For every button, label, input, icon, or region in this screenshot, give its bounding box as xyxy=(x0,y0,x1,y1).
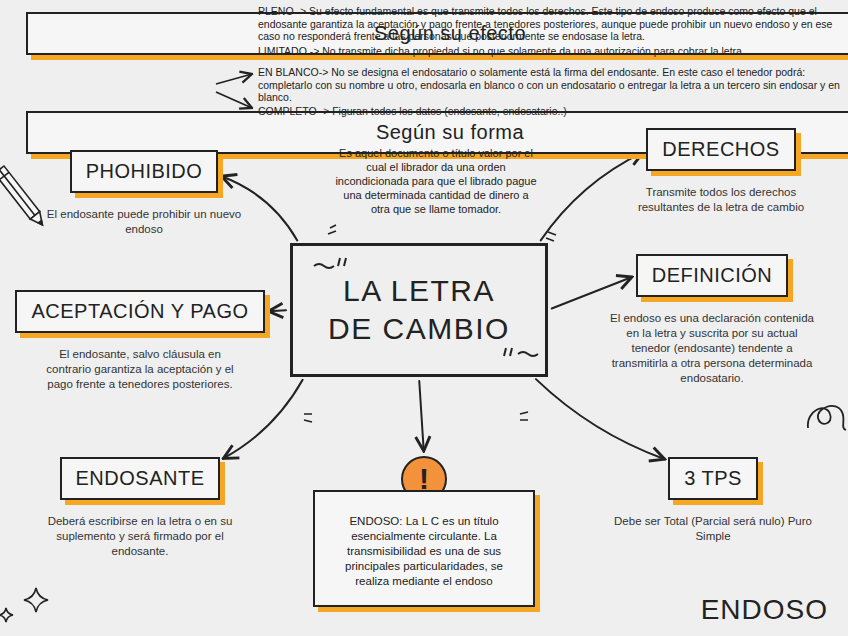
heading-frame: 3 TPS xyxy=(668,457,758,500)
connector-arrow xyxy=(552,277,632,309)
heading-text: PHOHIBIDO xyxy=(86,160,203,183)
label-text: Es aquel documento o título valor por el… xyxy=(335,146,537,216)
body-text: Deberá escribirse en la letra o en su su… xyxy=(36,514,244,559)
connector-arrow xyxy=(541,152,644,240)
heading-frame: DERECHOS xyxy=(646,128,795,171)
topic-box: ACEPTACIÓN Y PAGOEl endosante, salvo clá… xyxy=(36,290,244,392)
label-text: LIMITADO -> No transmite dicha propiedad… xyxy=(258,45,844,58)
tick-marks xyxy=(304,225,556,422)
connector-arrow xyxy=(223,380,302,459)
body-text: El endosante, salvo cláusula en contrari… xyxy=(36,347,244,392)
central-box: LA LETRA DE CAMBIO xyxy=(290,243,548,377)
note-box: ENDOSO: La L C es un título esencialment… xyxy=(313,490,535,607)
topic-box: PHOHIBIDO El endosante puede prohibir un … xyxy=(46,150,242,237)
heading-frame: PHOHIBIDO xyxy=(70,150,219,193)
heading-text: 3 TPS xyxy=(684,467,742,490)
title-text: LA LETRA DE CAMBIO xyxy=(323,272,515,348)
spiral-doodle xyxy=(808,406,846,430)
quote-marks xyxy=(314,258,538,356)
pencil-drawing xyxy=(0,166,47,229)
connector-arrow xyxy=(419,381,423,451)
heading-text: ACEPTACIÓN Y PAGO xyxy=(31,300,248,323)
heading-frame: ACEPTACIÓN Y PAGO xyxy=(15,290,264,333)
label-text: COMPLETO -> Figuran todos los datos (end… xyxy=(258,105,844,118)
body-text: El endosante puede prohibir un nuevo end… xyxy=(46,207,242,237)
connector-arrow xyxy=(536,379,665,459)
heading-frame: ENDOSANTE xyxy=(60,457,221,500)
label-text: PLENO -> Su efecto fundamental es que tr… xyxy=(258,5,844,43)
heading-text: ENDOSANTE xyxy=(76,467,205,490)
star-doodles xyxy=(0,588,48,622)
corner-title: ENDOSO xyxy=(701,594,828,626)
topic-box: 3 TPS Debe ser Total (Parcial será nulo) … xyxy=(614,457,812,544)
body-text: Debe ser Total (Parcial será nulo) Puro … xyxy=(614,514,812,544)
heading-frame: DEFINICIÓN xyxy=(636,254,789,297)
topic-box: DERECHOS Transmite todos los derechos res… xyxy=(628,128,814,215)
body-text: Transmite todos los derechos resultantes… xyxy=(628,185,814,215)
topic-box: ENDOSANTE Deberá escribirse en la letra o… xyxy=(36,457,244,559)
heading-text: DERECHOS xyxy=(662,138,779,161)
topic-box: DEFINICIÓN El endoso es una declaración c… xyxy=(608,254,816,386)
label-text: EN BLANCO-> No se designa el endosatario… xyxy=(258,66,844,104)
connector-arrow xyxy=(269,310,286,311)
body-text: El endoso es una declaración contenida e… xyxy=(608,311,816,386)
note-text: ENDOSO: La L C es un título esencialment… xyxy=(331,514,517,589)
heading-text: DEFINICIÓN xyxy=(652,264,773,287)
